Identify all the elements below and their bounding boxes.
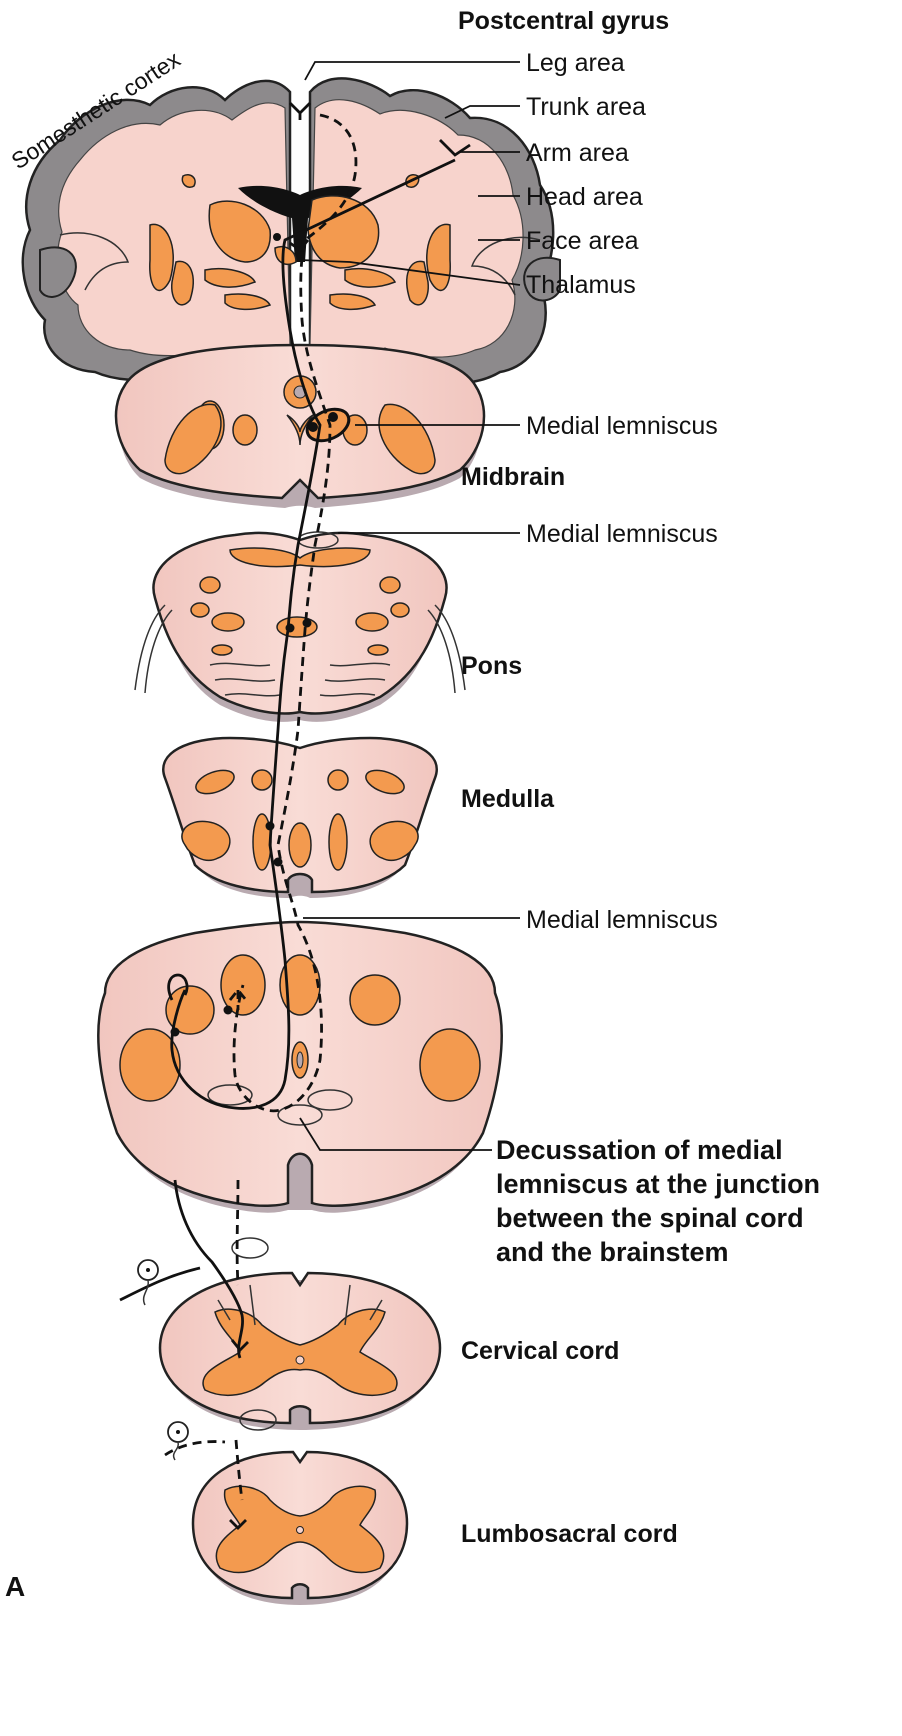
medulla-section [163,738,436,898]
arm-area-label: Arm area [526,139,629,167]
decussation-label-line-3: between the spinal cord [496,1203,804,1233]
decussation-label-line-4: and the brainstem [496,1237,729,1267]
leg-area-label: Leg area [526,49,625,77]
head-area-label: Head area [526,183,643,211]
spinomedullary-junction [98,922,501,1213]
medial-lemniscus-label-1: Medial lemniscus [526,412,718,440]
face-area-label: Face area [526,227,639,255]
decussation-label-line-2: lemniscus at the junction [496,1169,820,1199]
pons-label: Pons [461,652,522,680]
lumbosacral-cord-section [193,1410,407,1605]
trunk-area-label: Trunk area [526,93,646,121]
medial-lemniscus-label-2: Medial lemniscus [526,520,718,548]
lumbosacral-cord-label: Lumbosacral cord [461,1520,678,1548]
medial-lemniscus-label-3: Medial lemniscus [526,906,718,934]
decussation-label-line-1: Decussation of medial [496,1135,783,1165]
cervical-cord-section [160,1238,440,1430]
midbrain-section [116,345,484,508]
postcentral-gyrus-label: Postcentral gyrus [458,7,669,35]
medulla-label: Medulla [461,785,555,813]
cervical-cord-label: Cervical cord [461,1337,619,1365]
panel-letter: A [5,1571,25,1602]
midbrain-label: Midbrain [461,463,565,491]
thalamus-label: Thalamus [526,271,636,299]
